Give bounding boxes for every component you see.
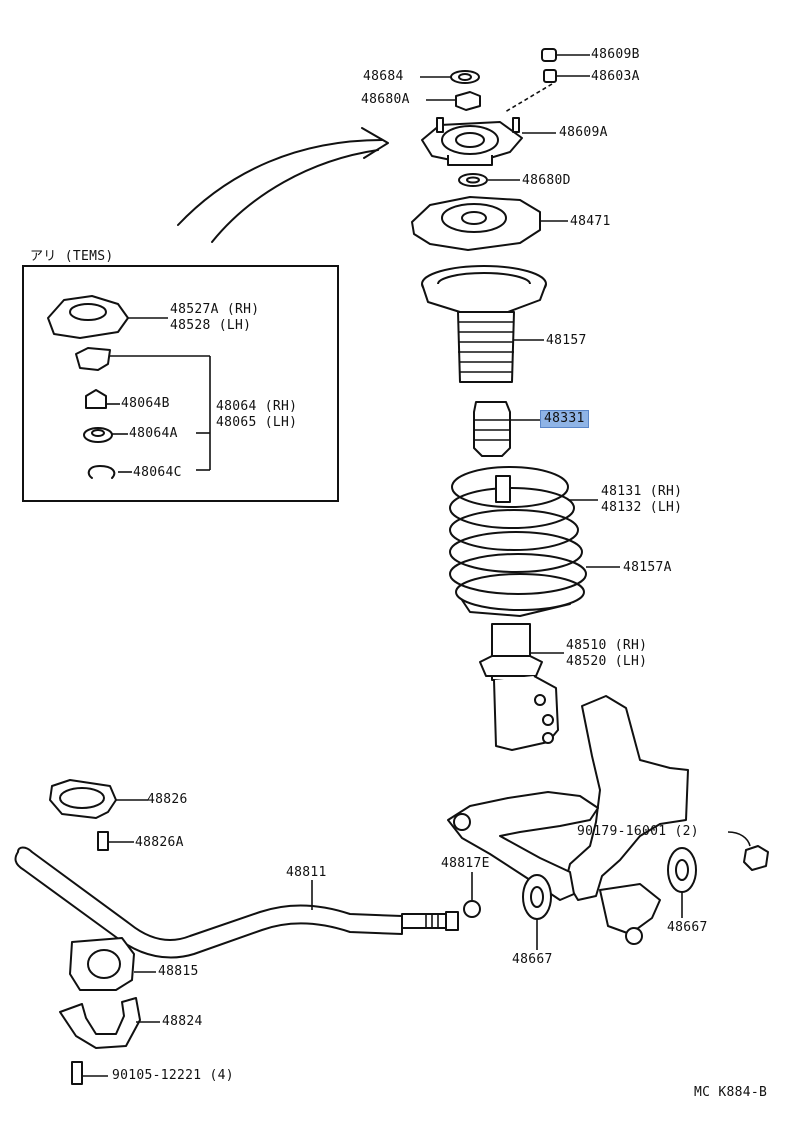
part-48684[interactable]: [420, 70, 480, 84]
part-48064A[interactable]: [83, 427, 128, 443]
label-48684: 48684: [363, 69, 404, 84]
part-48824[interactable]: [59, 997, 160, 1049]
label-48680A: 48680A: [361, 92, 410, 107]
label-48667-center: 48667: [512, 952, 553, 967]
label-48510-rh: 48510 (RH): [566, 638, 648, 653]
label-48520-lh: 48520 (LH): [566, 654, 648, 669]
part-48064B[interactable]: [85, 389, 120, 409]
label-48064A: 48064A: [129, 426, 178, 441]
label-48609B: 48609B: [591, 47, 640, 62]
label-48826: 48826: [147, 792, 188, 807]
part-48131-spring[interactable]: [449, 466, 598, 611]
part-48603A[interactable]: [504, 69, 590, 113]
label-48331-highlighted[interactable]: 48331: [540, 410, 589, 428]
part-48826[interactable]: [49, 779, 148, 819]
part-48680A[interactable]: [426, 91, 481, 111]
label-48815: 48815: [158, 964, 199, 979]
part-48064-actuator[interactable]: [75, 347, 211, 471]
label-48510-48520: 48510 (RH) 48520 (LH): [566, 638, 647, 670]
part-48510-strut[interactable]: [479, 623, 564, 751]
label-48811: 48811: [286, 865, 327, 880]
lower-arm: [447, 791, 599, 901]
label-48157: 48157: [546, 333, 587, 348]
label-48157A: 48157A: [623, 560, 672, 575]
label-48603A: 48603A: [591, 69, 640, 84]
label-48064B: 48064B: [121, 396, 170, 411]
part-48471[interactable]: [411, 196, 568, 251]
label-48826A: 48826A: [135, 835, 184, 850]
label-48471: 48471: [570, 214, 611, 229]
part-48817E[interactable]: [463, 872, 481, 918]
inset-box: [22, 265, 339, 502]
part-48527A-support[interactable]: [47, 295, 168, 339]
steering-knuckle: [565, 695, 689, 945]
label-48065-lh: 48065 (LH): [216, 415, 298, 430]
label-48609A: 48609A: [559, 125, 608, 140]
label-48680D: 48680D: [522, 173, 571, 188]
direction-arrow: [177, 127, 389, 243]
label-90105-12221: 90105-12221 (4): [112, 1068, 234, 1083]
part-48667-bushing-a[interactable]: [522, 874, 552, 950]
diagram-code: MC K884-B: [694, 1085, 768, 1100]
label-48064C: 48064C: [133, 465, 182, 480]
part-48826A[interactable]: [97, 831, 134, 851]
part-48157A[interactable]: [461, 566, 620, 617]
label-48817E: 48817E: [441, 856, 490, 871]
part-48064C[interactable]: [87, 465, 132, 479]
label-48527A-48528: 48527A (RH) 48528 (LH): [170, 302, 259, 334]
part-48680D[interactable]: [458, 173, 520, 187]
label-48528-lh: 48528 (LH): [170, 318, 252, 333]
label-48527A-rh: 48527A (RH): [170, 302, 260, 317]
label-48131-48132: 48131 (RH) 48132 (LH): [601, 484, 682, 516]
part-90179-nut[interactable]: [727, 831, 769, 871]
part-48331[interactable]: [473, 401, 542, 457]
label-48064-rh: 48064 (RH): [216, 399, 298, 414]
part-48609B[interactable]: [541, 48, 590, 62]
label-90179-16001: 90179-16001 (2): [577, 824, 699, 839]
label-48131-rh: 48131 (RH): [601, 484, 683, 499]
part-48157[interactable]: [421, 265, 547, 383]
part-48815[interactable]: [69, 937, 156, 991]
part-48667-bushing-b[interactable]: [667, 847, 697, 918]
label-48064-48065: 48064 (RH) 48065 (LH): [216, 399, 297, 431]
label-48824: 48824: [162, 1014, 203, 1029]
part-90105-bolt[interactable]: [71, 1061, 108, 1085]
label-48667-right: 48667: [667, 920, 708, 935]
part-48609A[interactable]: [421, 117, 556, 166]
inset-title: アリ (TEMS): [30, 249, 114, 264]
label-48132-lh: 48132 (LH): [601, 500, 683, 515]
